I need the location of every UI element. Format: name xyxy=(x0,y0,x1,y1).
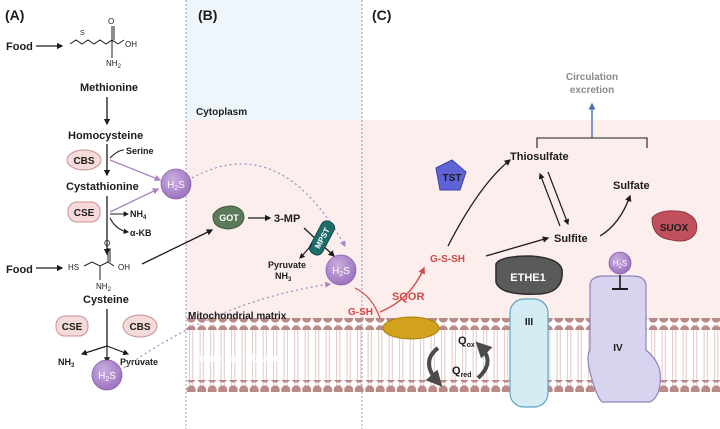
tst-enzyme xyxy=(435,159,467,191)
got-label: GOT xyxy=(219,213,239,223)
gssh-label: G-S-SH xyxy=(430,254,465,265)
panel-label-a: (A) xyxy=(5,7,24,23)
complex-iii xyxy=(509,298,549,408)
h2s-to-sqor-curve xyxy=(354,287,381,319)
svg-text:S: S xyxy=(80,30,85,37)
gsh-to-gssh-arrow xyxy=(379,266,425,313)
serine-label: Serine xyxy=(126,146,154,156)
q-ox-label: Qox xyxy=(458,335,475,349)
gsh-label: G-SH xyxy=(348,307,373,318)
q-oxidation-arrow xyxy=(475,341,493,380)
cys-to-got-arrow xyxy=(141,229,214,265)
cse-label-2: CSE xyxy=(62,322,83,333)
cysteine-label: Cysteine xyxy=(83,294,129,306)
thiosulfate-to-sulfite-arrow xyxy=(547,171,570,226)
h2s-label-c: H2S xyxy=(613,259,627,270)
homocysteine-label: Homocysteine xyxy=(68,130,143,142)
nh4-label: NH4 xyxy=(130,209,147,221)
h2s-bubble-c xyxy=(608,251,632,275)
circulation-label: Circulation xyxy=(566,72,618,83)
q-reduction-arrow xyxy=(425,346,443,387)
pyruvate-arrow xyxy=(106,345,130,356)
complex-iv-label: IV xyxy=(613,343,623,354)
h2s-transport-curve-2 xyxy=(123,281,332,369)
cbs-enzyme-1 xyxy=(66,149,102,171)
mpst-byproduct-arrow xyxy=(299,243,313,259)
h2s-bubble-b xyxy=(325,254,357,286)
suox-label: SUOX xyxy=(660,223,689,234)
cse-enzyme-2 xyxy=(55,315,89,337)
methionine-label: Methionine xyxy=(80,82,138,94)
inner-membrane-label: Inner membrane xyxy=(196,353,282,365)
cse-label-1: CSE xyxy=(74,208,95,219)
cysteine-oh: OH xyxy=(118,263,130,272)
cysteine-structure xyxy=(83,248,115,280)
tst-label: TST xyxy=(443,173,462,184)
q-red-label: Qred xyxy=(452,365,471,379)
akb-arrow xyxy=(109,217,130,234)
sulfite-to-thiosulfate-arrow xyxy=(538,172,561,227)
cbs-enzyme-2 xyxy=(122,314,158,338)
sqor-enzyme xyxy=(382,316,440,340)
gssh-to-sulfite-arrow xyxy=(485,236,550,257)
cbs-label-1: CBS xyxy=(73,156,94,167)
complex-iii-label: III xyxy=(525,317,534,328)
sulfite-to-sulfate-arrow xyxy=(599,194,632,237)
methionine-structure xyxy=(69,26,125,58)
pyruvate-label-a: Pyruvate xyxy=(120,357,158,367)
thiosulfate-label: Thiosulfate xyxy=(510,151,569,163)
nh3-label-b: NH3 xyxy=(275,271,292,283)
panel-label-b: (B) xyxy=(198,7,217,23)
got-enzyme xyxy=(212,205,245,230)
svg-text:O: O xyxy=(108,17,114,26)
akb-label: α-KB xyxy=(130,228,152,238)
ethe1-label: ETHE1 xyxy=(510,272,545,284)
excretion-bracket xyxy=(536,137,648,148)
gssh-to-thiosulfate-arrow xyxy=(447,159,512,247)
cysteine-nh2: NH2 xyxy=(96,282,112,293)
cse-h2s-arrow xyxy=(109,188,160,213)
sulfite-label: Sulfite xyxy=(554,233,588,245)
ethe1-enzyme xyxy=(495,255,563,296)
h2s-label-a1: H2S xyxy=(167,180,185,192)
3mp-label: 3-MP xyxy=(274,213,300,225)
panel-label-c: (C) xyxy=(372,7,391,23)
nh3-label-a: NH3 xyxy=(58,357,75,369)
excretion-label: excretion xyxy=(570,85,614,96)
suox-enzyme xyxy=(651,210,698,242)
pyruvate-label-b: Pyruvate xyxy=(268,260,306,270)
sulfate-label: Sulfate xyxy=(613,180,650,192)
h2s-label-a2: H2S xyxy=(98,371,116,383)
nh3-arrow xyxy=(80,345,108,356)
cbs-label-2: CBS xyxy=(129,322,150,333)
sqor-label: SQOR xyxy=(392,291,424,303)
methionine-nh2: NH2 xyxy=(106,59,122,70)
complex-iv xyxy=(587,275,661,403)
h2s-bubble-a1 xyxy=(160,168,192,200)
cysteine-hs: HS xyxy=(68,263,79,272)
cse-enzyme-1 xyxy=(67,201,101,223)
h2s-label-b: H2S xyxy=(332,266,350,278)
mitochondrial-matrix-label: Mitochondrial matrix xyxy=(188,311,287,322)
food-label-1: Food xyxy=(6,41,33,53)
serine-curve xyxy=(109,149,125,159)
h2s-bubble-a2 xyxy=(91,359,123,391)
cbs-h2s-arrow xyxy=(109,159,162,182)
cytoplasm-label: Cytoplasm xyxy=(196,107,247,118)
mpst-enzyme: MPST xyxy=(308,220,336,256)
svg-text:O: O xyxy=(104,239,110,248)
methionine-oh: OH xyxy=(125,40,137,49)
h2s-transport-curve-1 xyxy=(191,163,346,248)
food-label-2: Food xyxy=(6,264,33,276)
cystathionine-label: Cystathionine xyxy=(66,181,139,193)
